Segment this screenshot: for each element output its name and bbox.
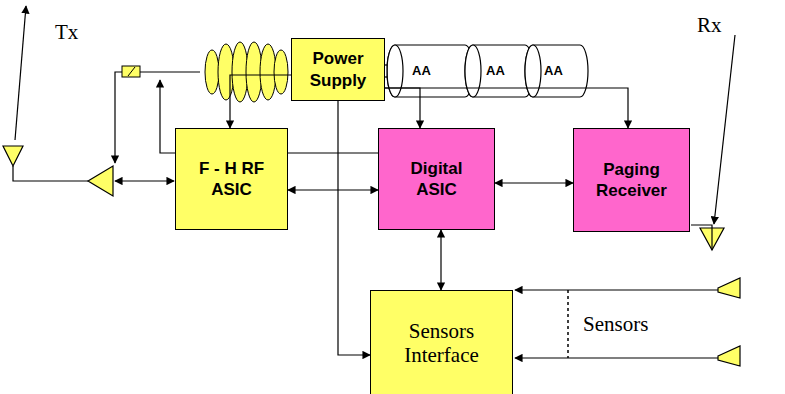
power-supply-box: Power Supply: [291, 38, 385, 101]
rx-wire: [691, 225, 712, 250]
battery-label: AA: [486, 63, 505, 78]
digital-asic-box: Digital ASIC: [378, 128, 495, 230]
antenna-label: Tx: [55, 20, 78, 44]
tx-arrow: [15, 6, 26, 140]
node-text: Sensors Interface: [392, 319, 492, 367]
connector: [385, 88, 420, 128]
antenna-label: Rx: [697, 13, 722, 37]
connector: [230, 75, 291, 128]
tx-wire: [13, 166, 88, 181]
connector: [338, 101, 370, 355]
connector: [440, 230, 441, 290]
amp-wire: [115, 180, 174, 181]
sensor-wire: [515, 289, 718, 290]
switch-mark: [128, 67, 135, 76]
connector: [288, 189, 378, 190]
filter-stack: [205, 42, 288, 102]
amplifier-symbol: [88, 166, 113, 196]
sensor-bus: [567, 290, 569, 358]
sensor-symbol: [718, 346, 740, 366]
sensor-wire: [515, 357, 718, 358]
rf-asic-box: F - H RF ASIC: [175, 128, 288, 230]
switch-symbol: [122, 66, 140, 77]
sensors-interface-box: Sensors Interface: [370, 290, 513, 394]
paging-receiver-box: Paging Receiver: [573, 128, 690, 232]
node-text: Power Supply: [298, 48, 378, 91]
battery-label: AA: [544, 63, 563, 78]
rx-arrow: [714, 35, 735, 224]
group-label: Sensors: [583, 312, 648, 336]
node-text: Digital ASIC: [397, 158, 477, 201]
battery-label: AA: [412, 63, 431, 78]
connector: [495, 182, 573, 183]
sensor-symbol: [718, 278, 740, 298]
node-text: Paging Receiver: [587, 159, 677, 202]
battery-cells: [381, 45, 588, 97]
connector: [385, 88, 628, 128]
tx-antenna: [3, 146, 23, 166]
node-text: F - H RF ASIC: [197, 158, 267, 201]
